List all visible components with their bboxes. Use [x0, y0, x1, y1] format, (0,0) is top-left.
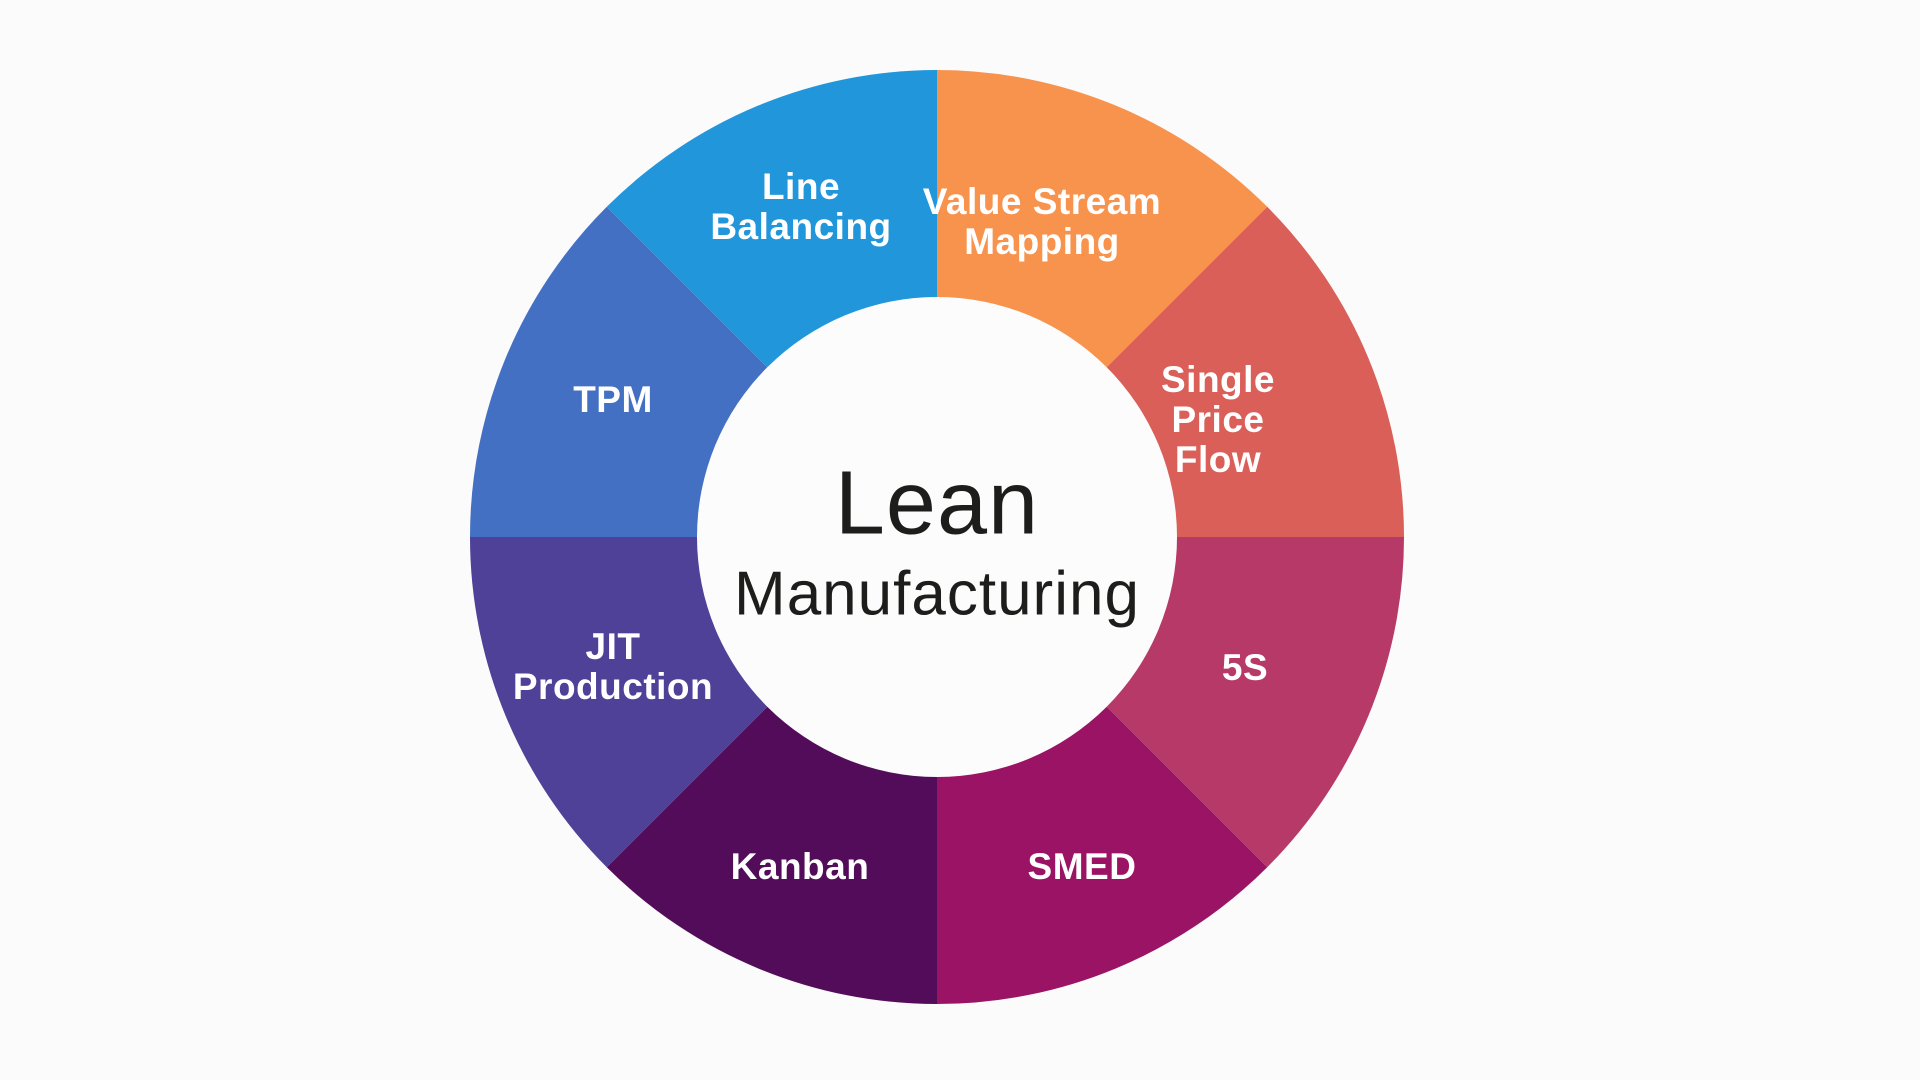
segment-label-jit-production: JIT Production: [512, 626, 714, 707]
chart-center-title: Lean: [834, 453, 1040, 554]
chart-center-text: Lean Manufacturing: [734, 459, 1140, 626]
segment-label-tpm: TPM: [573, 379, 653, 421]
segment-label-smed: SMED: [1027, 846, 1137, 888]
segment-label-single-price-flow: Single Price Flow: [1160, 359, 1276, 480]
donut-hole: [697, 297, 1177, 777]
segment-label-kanban: Kanban: [730, 846, 870, 888]
segment-label-5s: 5S: [1221, 647, 1269, 689]
chart-center-subtitle: Manufacturing: [734, 559, 1140, 629]
segment-label-line-balancing: Line Balancing: [710, 166, 892, 247]
segment-label-value-stream-mapping: Value Stream Mapping: [922, 181, 1162, 262]
